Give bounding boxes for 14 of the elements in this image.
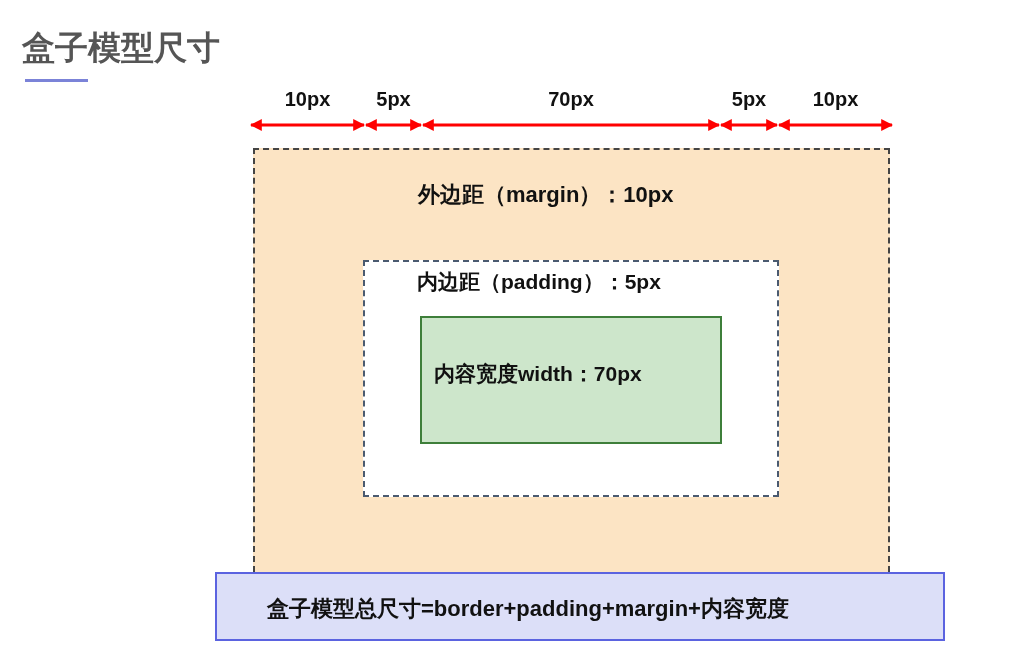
node-label: 内容宽度width：70px xyxy=(434,361,642,387)
formula-box xyxy=(215,572,945,641)
dimension-label: 5px xyxy=(731,88,767,111)
title: 盒子模型尺寸 xyxy=(22,28,220,68)
node-label: 外边距（margin）：10px xyxy=(418,181,674,209)
node-label: 内边距（padding）：5px xyxy=(417,269,661,295)
dimension-label: 10px xyxy=(812,88,859,111)
node-label: 盒子模型总尺寸=border+padding+margin+内容宽度 xyxy=(267,595,789,623)
padding-box xyxy=(363,260,779,497)
dimension-label: 70px xyxy=(548,88,594,111)
dimension-label: 10px xyxy=(284,88,331,111)
content-box xyxy=(420,316,722,444)
margin-box xyxy=(253,148,890,572)
dimension-label: 5px xyxy=(376,88,411,111)
